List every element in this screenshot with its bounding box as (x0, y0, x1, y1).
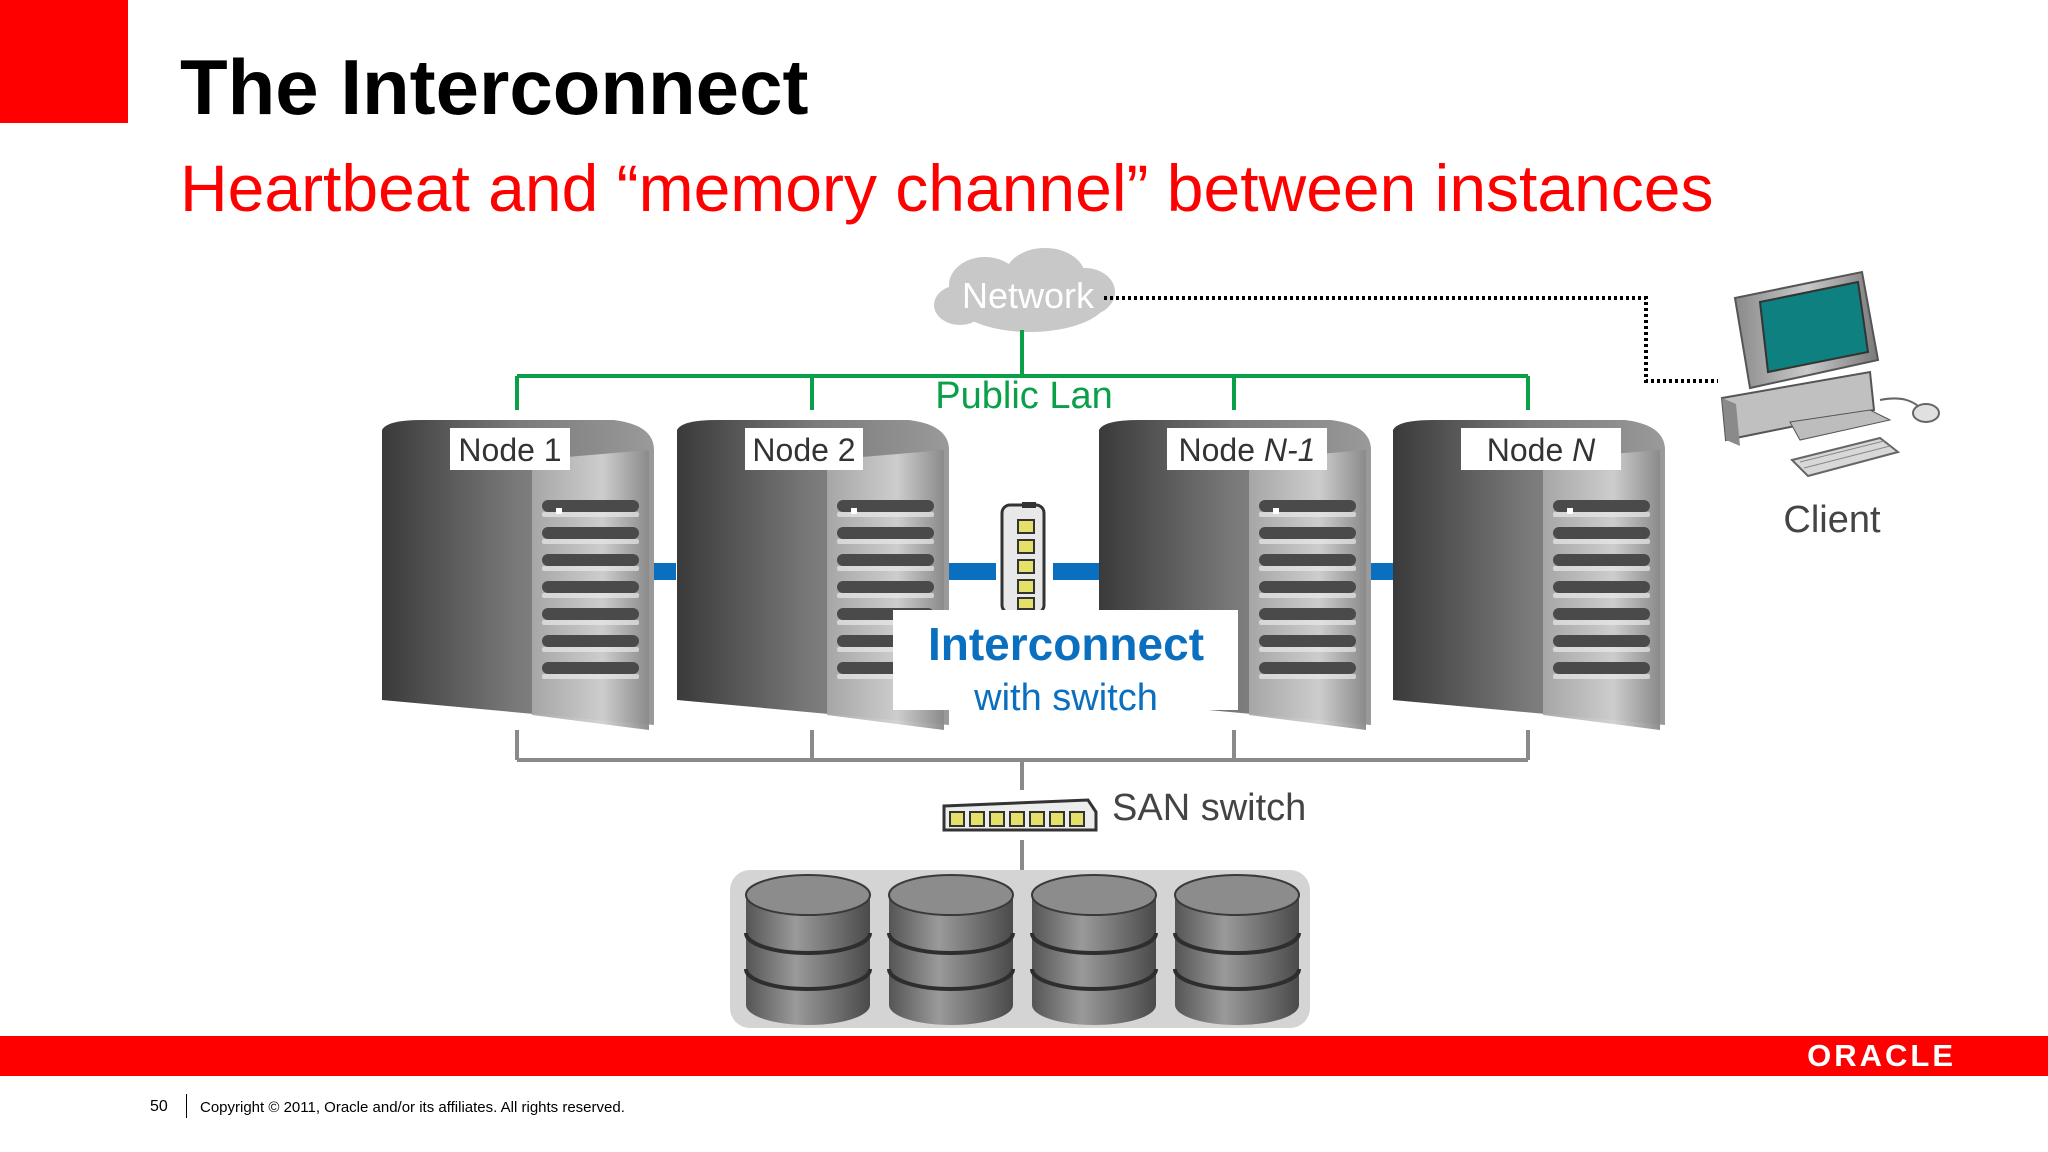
disk-cylinder-icon (1030, 874, 1158, 1025)
footer-separator (186, 1094, 187, 1118)
footer-bar (0, 1036, 2048, 1076)
slide-title: The Interconnect (180, 43, 809, 131)
interconnect-switch-icon (1000, 502, 1046, 615)
san-bus (515, 730, 1530, 870)
node-label-plate (450, 428, 570, 470)
corner-accent-block (0, 0, 128, 123)
interconnect-links (650, 563, 1393, 580)
storage-disks (744, 874, 1301, 1025)
node-label-plate (1167, 428, 1327, 470)
interconnect-subtitle: with switch (973, 677, 1158, 719)
san-switch-label: SAN switch (1112, 787, 1306, 829)
node-label-plate (745, 428, 863, 470)
san-switch-icon (942, 798, 1098, 832)
interconnect-title: Interconnect (928, 618, 1204, 670)
network-cloud-icon (934, 248, 1115, 332)
server-node-4: Node N (1393, 420, 1665, 730)
oracle-logo: ORACLE (1807, 1038, 1956, 1073)
node-label: Node 2 (752, 432, 855, 468)
disk-cylinder-icon (887, 874, 1015, 1025)
copyright-notice: Copyright © 2011, Oracle and/or its affi… (200, 1099, 625, 1116)
storage-array (730, 870, 1310, 1028)
node-label-plate (1461, 428, 1621, 470)
server-nodes: Node 1 Node 2 Node N-1 Node N (382, 420, 1665, 730)
public-lan-bus (515, 330, 1530, 410)
interconnect-label-box (893, 610, 1238, 710)
network-label: Network (962, 275, 1095, 316)
node-label: Node N (1487, 432, 1596, 468)
disk-cylinder-icon (1173, 874, 1301, 1025)
page-number: 50 (150, 1098, 168, 1115)
slide-subtitle: Heartbeat and “memory channel” between i… (180, 151, 1714, 225)
node-label: Node N-1 (1179, 432, 1316, 468)
disk-cylinder-icon (744, 874, 872, 1025)
public-lan-label: Public Lan (935, 375, 1112, 417)
client-network-link (1104, 296, 1718, 383)
node-label: Node 1 (458, 432, 561, 468)
client-label: Client (1783, 499, 1881, 541)
client-computer-icon (1720, 270, 1940, 478)
server-node-1: Node 1 (382, 420, 654, 730)
